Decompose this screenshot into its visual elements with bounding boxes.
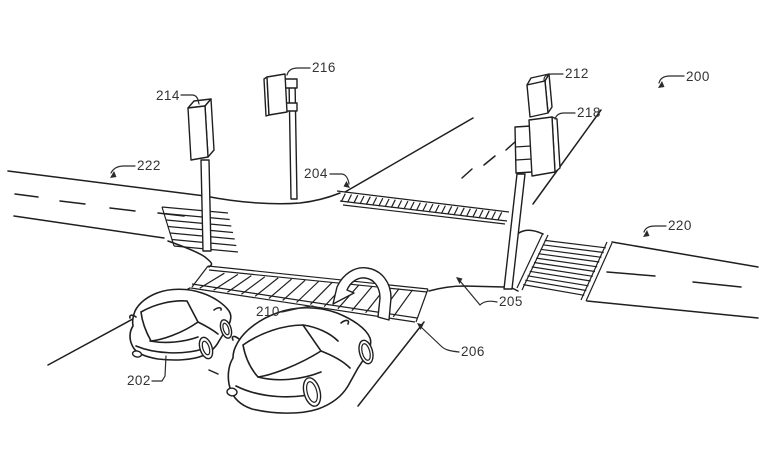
road-right	[586, 241, 759, 319]
vehicle-1-wheels	[131, 319, 233, 360]
ref-label-212: 212	[565, 66, 589, 81]
road-upper-right	[344, 109, 602, 205]
traffic-signal-middle	[263, 73, 298, 200]
road-left	[7, 170, 206, 239]
ref-label-205: 205	[499, 294, 523, 309]
ref-label-200: 200	[686, 69, 710, 84]
ref-label-218: 218	[577, 105, 601, 120]
ref-label-202: 202	[127, 373, 151, 388]
crosswalk-left	[161, 206, 239, 253]
ref-label-204: 204	[304, 166, 328, 181]
ref-label-222: 222	[137, 158, 161, 173]
traffic-signal-left	[187, 98, 215, 252]
turn-arrow	[332, 267, 392, 321]
vehicle-2-wheels	[226, 339, 374, 407]
road-left-center-dashes	[14, 193, 185, 217]
crosswalk-right	[516, 232, 613, 302]
crosswalk-top	[336, 190, 510, 225]
vehicle-1	[129, 288, 233, 361]
road-right-center-dashes	[606, 271, 742, 288]
ref-label-210: 210	[256, 304, 280, 319]
ref-label-216: 216	[312, 60, 336, 75]
signal-right-pole	[503, 173, 526, 290]
ref-label-214: 214	[156, 88, 180, 103]
leader-lines	[110, 67, 685, 382]
ref-label-206: 206	[461, 344, 485, 359]
vehicle-2	[226, 306, 374, 414]
signal-left-pole	[200, 159, 212, 252]
ref-label-220: 220	[668, 218, 692, 233]
traffic-signal-right	[503, 73, 561, 290]
signal-middle-pole	[288, 79, 298, 200]
